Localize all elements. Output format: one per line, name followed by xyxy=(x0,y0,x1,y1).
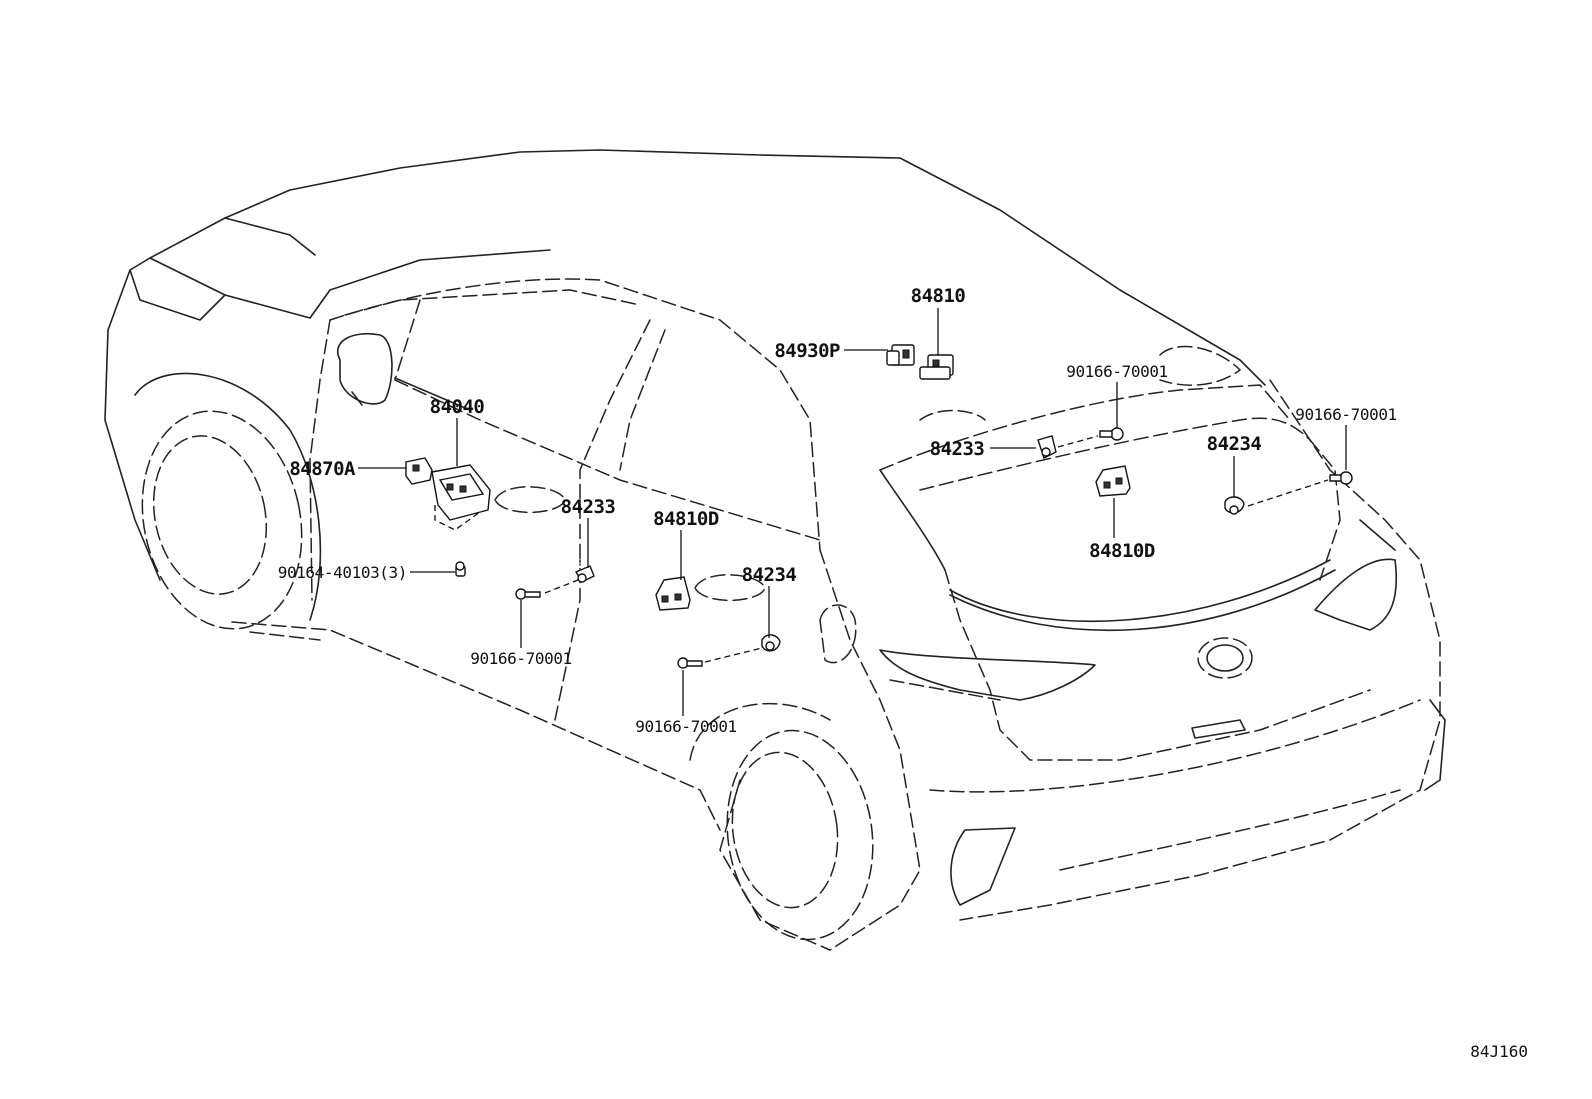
label-84233-center: 84233 xyxy=(930,438,985,460)
part-90166-right-screw xyxy=(1329,471,1353,485)
part-84233-left xyxy=(574,565,595,583)
leader-lines xyxy=(358,308,1347,716)
label-90164-40103: 90164-40103(3) xyxy=(278,563,407,582)
part-84233-center xyxy=(1037,435,1057,459)
part-90166-bottom-screw xyxy=(677,657,703,669)
label-90166-70001-mid: 90166-70001 xyxy=(470,649,572,668)
label-84233-left: 84233 xyxy=(561,496,616,518)
figure-code: 84J160 xyxy=(1470,1042,1528,1061)
part-84810D-left xyxy=(655,576,691,611)
part-84810-top xyxy=(919,354,954,380)
label-84810D-left: 84810D xyxy=(653,508,719,530)
part-84234-right xyxy=(1224,496,1245,515)
part-90166-mid-screw xyxy=(515,588,541,600)
part-84870A xyxy=(405,457,433,485)
part-labels: 84810 84930P 84040 84870A 90164-40103(3)… xyxy=(278,285,1397,736)
part-84930P xyxy=(886,344,915,366)
label-84040: 84040 xyxy=(430,396,485,418)
label-84234-left: 84234 xyxy=(742,564,797,586)
label-84870A: 84870A xyxy=(289,458,356,480)
part-84810D-right xyxy=(1095,465,1131,497)
part-84040-switch-assembly xyxy=(431,464,491,531)
label-90166-70001-bottom: 90166-70001 xyxy=(635,717,737,736)
part-90166-center-screw xyxy=(1099,427,1124,441)
label-84810: 84810 xyxy=(911,285,966,307)
car-body-outline xyxy=(104,149,1446,951)
label-84930P: 84930P xyxy=(774,340,840,362)
part-90164-screw xyxy=(455,561,466,577)
label-84234-right: 84234 xyxy=(1207,433,1262,455)
part-84234-left xyxy=(761,634,781,652)
label-84810D-right: 84810D xyxy=(1089,540,1155,562)
label-90166-70001-center: 90166-70001 xyxy=(1066,362,1168,381)
label-90166-70001-right: 90166-70001 xyxy=(1295,405,1397,424)
